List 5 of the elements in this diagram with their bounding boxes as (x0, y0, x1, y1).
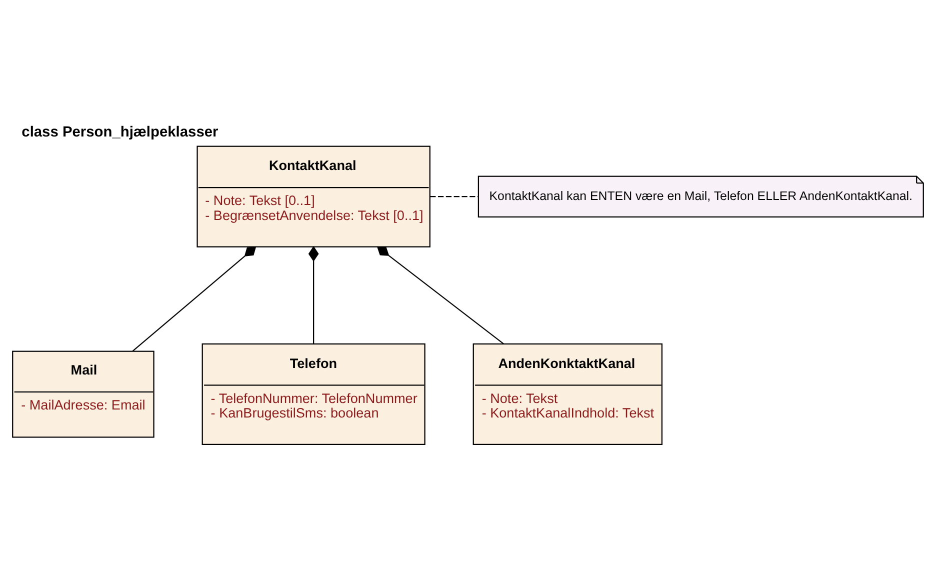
connector (308, 246, 319, 344)
diagram-title: class Person_hjælpeklasser (22, 124, 218, 140)
connector (132, 246, 256, 352)
connector (430, 196, 478, 197)
connector (376, 246, 504, 344)
